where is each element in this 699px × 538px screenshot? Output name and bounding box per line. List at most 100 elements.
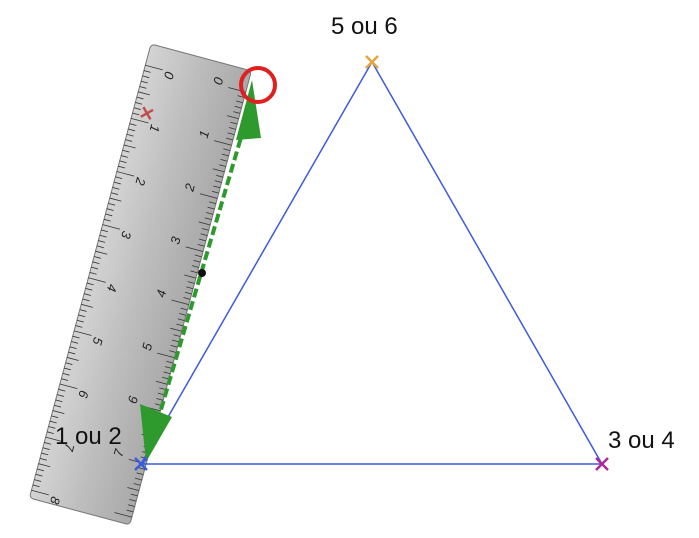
ruler-tick bbox=[105, 213, 113, 217]
ruler-tick bbox=[114, 512, 132, 518]
ruler-tick bbox=[65, 362, 73, 365]
ruler-tick bbox=[220, 159, 228, 162]
ruler-tick bbox=[233, 111, 241, 114]
drawn-segment[interactable] bbox=[140, 80, 261, 462]
ruler-rotate-handle[interactable] bbox=[239, 66, 277, 104]
ruler-number: 6 bbox=[125, 394, 142, 406]
ruler-tick bbox=[170, 327, 182, 332]
ruler-tick bbox=[69, 346, 77, 350]
vertex-right-marker-icon[interactable] bbox=[595, 457, 609, 471]
ruler-number: 5 bbox=[89, 336, 106, 348]
ruler-tick bbox=[74, 330, 92, 336]
ruler-tick bbox=[133, 107, 141, 110]
ruler-tick bbox=[76, 319, 84, 323]
ruler-tick bbox=[126, 509, 134, 513]
ruler-tick bbox=[92, 261, 100, 265]
vertex-top-label: 5 ou 6 bbox=[331, 13, 398, 40]
ruler-tick bbox=[170, 344, 178, 348]
ruler-tick bbox=[37, 468, 44, 472]
ruler-tick bbox=[204, 217, 212, 221]
ruler-tick bbox=[162, 376, 169, 380]
ruler-tick bbox=[113, 181, 121, 185]
ruler-tick bbox=[142, 75, 150, 79]
ruler-tick bbox=[169, 350, 177, 353]
ruler-tick bbox=[197, 244, 205, 247]
triangle-side-left bbox=[140, 61, 373, 465]
ruler-tick bbox=[55, 399, 63, 403]
ruler-number: 1 bbox=[147, 123, 163, 134]
ruler-tick bbox=[173, 334, 181, 337]
ruler-tick bbox=[209, 201, 216, 205]
ruler-tick bbox=[127, 487, 140, 491]
ruler-tick bbox=[223, 148, 231, 151]
ruler-tick bbox=[199, 238, 207, 242]
ruler-tick bbox=[93, 256, 101, 259]
ruler-tick bbox=[214, 140, 232, 146]
ruler-tick bbox=[118, 165, 126, 169]
vertex-top-marker-icon[interactable] bbox=[365, 55, 379, 69]
ruler-tick bbox=[187, 281, 195, 284]
ruler-tick bbox=[140, 80, 148, 84]
ruler-tick bbox=[130, 493, 138, 497]
vertex-left-marker-icon[interactable] bbox=[134, 457, 148, 471]
ruler-tick bbox=[199, 193, 218, 199]
ruler-tick bbox=[134, 477, 142, 481]
ruler-tick bbox=[191, 265, 199, 268]
ruler-tick bbox=[129, 499, 137, 502]
ruler-ticks-left bbox=[31, 64, 163, 496]
ruler-tick bbox=[176, 323, 184, 327]
ruler-tick bbox=[185, 246, 204, 252]
ruler-tick bbox=[230, 121, 238, 125]
point-dot[interactable] bbox=[198, 269, 206, 277]
ruler-number: 4 bbox=[153, 288, 169, 299]
triangle-side-right bbox=[371, 61, 603, 465]
ruler-tick bbox=[56, 394, 64, 397]
ruler-tick bbox=[31, 489, 49, 496]
ruler-body[interactable] bbox=[29, 44, 252, 525]
ruler-number: 3 bbox=[118, 229, 135, 241]
ruler-tick bbox=[156, 398, 164, 401]
ruler-tick bbox=[212, 168, 225, 173]
ruler-tick bbox=[138, 91, 150, 96]
ruler-tick bbox=[83, 293, 91, 296]
ruler-tick bbox=[66, 357, 79, 361]
ruler-tick bbox=[136, 472, 144, 476]
ruler-tick bbox=[207, 206, 215, 210]
ruler-tick bbox=[108, 202, 116, 206]
ruler-tick bbox=[123, 144, 136, 149]
ruler-tick bbox=[96, 245, 104, 249]
ruler-tick bbox=[145, 64, 163, 71]
triangle bbox=[140, 61, 603, 465]
segment-end-handle-top[interactable] bbox=[236, 80, 261, 140]
ruler-tick bbox=[111, 192, 119, 195]
ruler-tick bbox=[139, 86, 147, 89]
ruler-tick bbox=[64, 367, 72, 371]
ruler-tick bbox=[122, 149, 130, 153]
ruler-tick bbox=[166, 360, 174, 364]
ruler-tick bbox=[48, 426, 56, 429]
ruler-number: 0 bbox=[161, 70, 178, 82]
ruler-tick bbox=[227, 132, 235, 136]
ruler-tick bbox=[32, 484, 40, 488]
ruler-tick bbox=[213, 185, 221, 189]
ruler-tick bbox=[135, 102, 143, 105]
drawn-segment-line bbox=[148, 99, 254, 448]
ruler-tick bbox=[164, 366, 172, 369]
ruler-tick bbox=[85, 287, 93, 291]
ruler-tick bbox=[52, 410, 65, 415]
ruler-tick bbox=[109, 197, 122, 202]
ruler-tick bbox=[68, 351, 76, 355]
ruler-tick bbox=[228, 127, 236, 130]
ruler-tick bbox=[157, 352, 175, 359]
ruler-tick bbox=[234, 105, 242, 109]
vertex-right-label: 3 ou 4 bbox=[608, 427, 675, 454]
ruler-tick bbox=[49, 420, 57, 424]
ruler-tick bbox=[237, 95, 245, 98]
segment-end-handle-bottom[interactable] bbox=[140, 404, 172, 462]
ruler-tick bbox=[216, 174, 224, 178]
ruler-tick bbox=[62, 372, 70, 376]
ruler-tick bbox=[130, 117, 149, 124]
